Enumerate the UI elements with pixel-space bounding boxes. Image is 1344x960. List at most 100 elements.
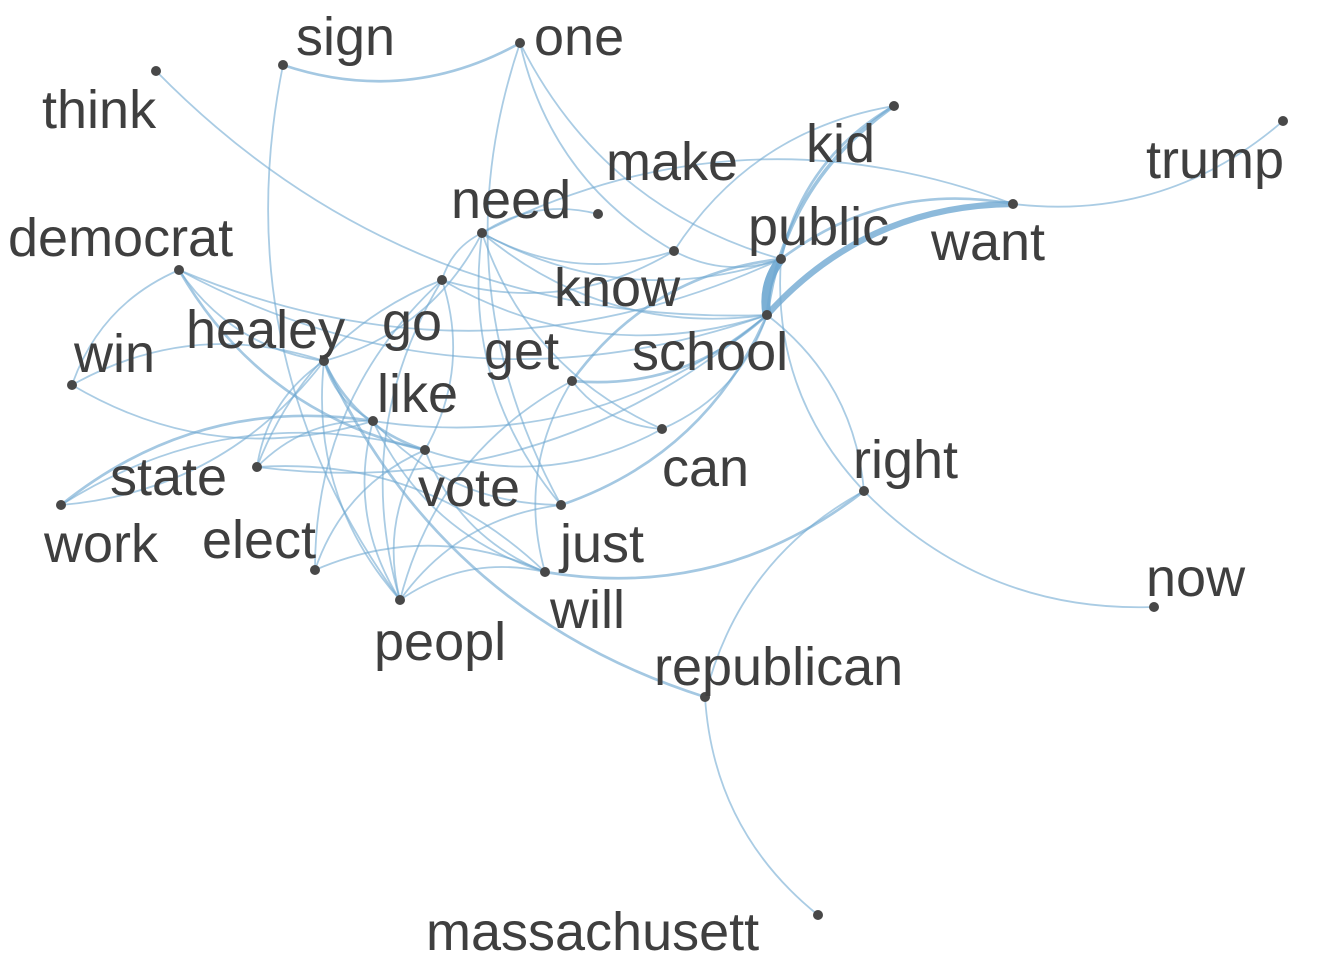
node-label-democrat: democrat: [8, 208, 233, 268]
node-one: [515, 38, 525, 48]
edge-get-will: [534, 380, 573, 573]
node-make: [593, 209, 603, 219]
edge-layer: [59, 41, 1284, 916]
node-label-win: win: [73, 324, 155, 384]
edge-kid-public: [779, 104, 896, 261]
node-label-school: school: [632, 322, 788, 382]
node-label-now: now: [1146, 548, 1246, 608]
edge-right-now: [863, 490, 1155, 609]
edge-healey-win: [71, 343, 325, 386]
node-democrat: [174, 265, 184, 275]
node-just: [556, 500, 566, 510]
edge-need-school: [481, 232, 768, 320]
edge-vote-elect: [314, 449, 426, 571]
edge-like-state: [256, 420, 374, 468]
edge-go-school: [441, 279, 768, 337]
edge-just-school: [559, 313, 769, 507]
node-label-public: public: [748, 197, 889, 257]
node-sign: [278, 60, 288, 70]
node-work: [56, 500, 66, 510]
edge-healey-republican: [322, 359, 707, 699]
node-label-elect: elect: [202, 510, 316, 570]
edge-healey-need: [323, 232, 483, 362]
node-label-healey: healey: [186, 300, 345, 360]
node-label-go: go: [382, 292, 442, 352]
node-trump: [1278, 116, 1288, 126]
edge-healey-state: [256, 360, 325, 468]
node-like: [368, 416, 378, 426]
edge-healey-peopl: [321, 360, 401, 601]
node-can: [657, 424, 667, 434]
node-massachusett: [813, 910, 823, 920]
node-label-make: make: [606, 132, 738, 192]
edge-will-peopl: [399, 566, 546, 601]
node-label-republican: republican: [654, 637, 903, 697]
edge-one-just: [486, 42, 562, 506]
edge-want-public: [779, 197, 1015, 261]
edge-like-peopl: [363, 420, 401, 601]
edge-vote-go: [424, 279, 455, 451]
node-layer: [56, 38, 1288, 920]
edge-will-state: [256, 465, 546, 573]
node-label-know: know: [554, 258, 681, 318]
node-now: [1149, 602, 1159, 612]
edge-will-right: [543, 489, 866, 580]
node-republican: [700, 692, 710, 702]
node-right: [859, 486, 869, 496]
node-label-think: think: [42, 80, 157, 140]
node-peopl: [395, 595, 405, 605]
node-label-need: need: [451, 170, 571, 230]
node-will: [540, 567, 550, 577]
edge-like-just: [372, 420, 562, 506]
edge-democrat-healey: [178, 269, 325, 362]
node-label-get: get: [484, 321, 559, 381]
edge-can-school: [661, 314, 768, 430]
node-label-want: want: [930, 212, 1045, 272]
node-healey: [319, 356, 329, 366]
node-label-will: will: [549, 580, 625, 640]
node-label-one: one: [534, 7, 624, 67]
node-get: [567, 376, 577, 386]
node-label-trump: trump: [1146, 130, 1284, 190]
node-kid: [889, 101, 899, 111]
edge-need-go: [441, 232, 483, 281]
edge-work-healey: [60, 360, 325, 506]
edge-one-know: [519, 42, 675, 252]
node-think: [151, 66, 161, 76]
edge-win-like: [71, 384, 374, 440]
edge-kid-know: [673, 105, 895, 252]
node-label-kid: kid: [806, 114, 875, 174]
edge-sign-one: [281, 41, 522, 83]
edge-democrat-win: [71, 269, 180, 386]
node-label-peopl: peopl: [374, 612, 506, 672]
edge-sign-peopl: [267, 64, 401, 601]
edge-healey-like: [323, 360, 374, 422]
node-elect: [310, 565, 320, 575]
node-public: [776, 254, 786, 264]
edge-democrat-vote: [177, 268, 427, 452]
edge-right-republican: [704, 490, 865, 698]
edge-want-trump: [1012, 120, 1284, 208]
edge-want-school: [763, 200, 1017, 319]
edge-democrat-public: [178, 258, 782, 332]
node-win: [67, 380, 77, 390]
node-label-work: work: [43, 514, 159, 574]
node-label-can: can: [662, 438, 749, 498]
edge-need-can: [481, 232, 663, 430]
edge-want-need: [481, 158, 1014, 234]
edge-state-school: [256, 314, 768, 474]
node-state: [252, 462, 262, 472]
node-label-massachusett: massachusett: [426, 902, 759, 960]
node-label-right: right: [853, 430, 958, 490]
edge-need-know: [481, 232, 675, 265]
edge-republican-massachusett: [704, 696, 819, 916]
edge-like-work: [59, 414, 375, 507]
edge-get-peopl: [399, 380, 573, 601]
edge-will-elect: [314, 544, 546, 573]
node-school: [762, 310, 772, 320]
node-know: [669, 246, 679, 256]
edge-one-public: [519, 42, 782, 260]
